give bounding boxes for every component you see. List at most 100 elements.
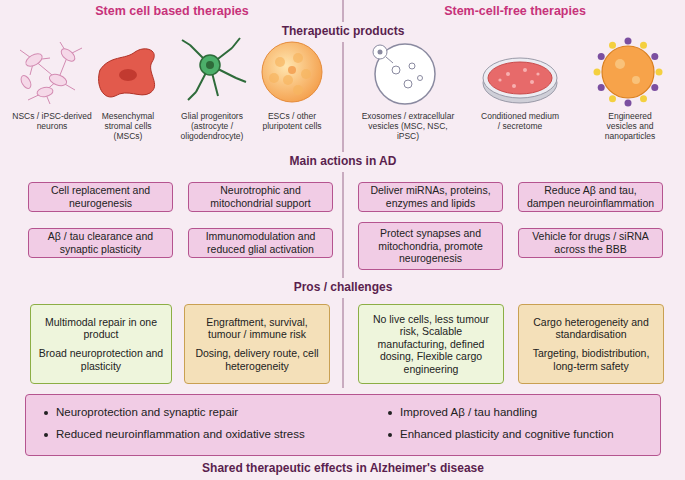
nanoparticle	[651, 53, 658, 60]
box-text: No live cells, less tumour risk, Scalabl…	[365, 313, 497, 376]
bullet-dot	[44, 433, 48, 437]
neuron-cluster	[24, 51, 45, 69]
nanoparticle	[632, 76, 640, 84]
nanoparticle	[656, 69, 663, 76]
box-text: Broad neuroprotection and plasticity	[37, 347, 165, 372]
msc-cell	[99, 49, 155, 97]
product-label: Glial progenitors (astrocyte / oligodend…	[170, 112, 254, 141]
product-label: Engineered vesicles and nanoparticles	[592, 112, 668, 141]
box-text: Reduce Aβ and tau, dampen neuroinflammat…	[525, 184, 656, 209]
divider-line	[343, 0, 344, 22]
row-heading: Shared therapeutic effects in Alzheimer'…	[143, 462, 543, 476]
exosome-vesicle	[373, 45, 387, 59]
box-text: Vehicle for drugs / siRNA across the BBB	[525, 230, 656, 255]
challenges-box: Cargo heterogeneity and standardisationT…	[518, 304, 664, 384]
bullet-text: Reduced neuroinflammation and oxidative …	[56, 428, 305, 442]
nanoparticle	[594, 69, 601, 76]
pluripotent-cell-sphere	[262, 42, 322, 102]
nanoparticle	[625, 100, 632, 107]
exosome-vesicle	[404, 80, 412, 88]
nanoparticle	[602, 46, 654, 98]
action-box: Protect synapses and mitochondria, promo…	[358, 222, 503, 270]
action-box: Deliver miRNAs, proteins, enzymes and li…	[358, 182, 503, 212]
box-text: Cell replacement and neurogenesis	[35, 184, 166, 209]
bullet-dot	[388, 433, 392, 437]
exosome-vesicle	[392, 66, 400, 74]
bullet-row: Neuroprotection and synaptic repair	[44, 406, 238, 420]
culture-dish	[506, 72, 510, 76]
pros-box: No live cells, less tumour risk, Scalabl…	[358, 304, 504, 384]
box-text: Targeting, biodistribution, long-term sa…	[525, 347, 657, 372]
divider-line	[343, 42, 344, 152]
box-text: Cargo heterogeneity and standardisation	[525, 316, 657, 341]
nanoparticle	[651, 84, 658, 91]
nanoparticle	[594, 38, 663, 107]
action-box: Immunomodulation and reduced glial activ…	[188, 228, 333, 258]
exosome-vesicle	[373, 44, 435, 104]
bullet-text: Enhanced plasticity and cognitive functi…	[400, 428, 614, 442]
box-text: Deliver miRNAs, proteins, enzymes and li…	[365, 184, 496, 209]
box-text: Neurotrophic and mitochondrial support	[195, 184, 326, 209]
pluripotent-cell-sphere	[301, 69, 311, 79]
neuron-cluster	[19, 74, 33, 90]
bullet-row: Improved Aβ / tau handling	[388, 406, 537, 420]
glial-cell	[182, 38, 246, 100]
pluripotent-cell-sphere	[288, 66, 296, 74]
nanoparticle	[598, 53, 605, 60]
row-heading: Main actions in AD	[243, 155, 443, 169]
row-heading: Pros / challenges	[243, 281, 443, 295]
pros-box: Multimodal repair in one productBroad ne…	[30, 304, 172, 384]
culture-dish	[530, 80, 534, 84]
nanoparticle	[609, 95, 616, 102]
culture-dish	[536, 72, 539, 75]
action-box: Reduce Aβ and tau, dampen neuroinflammat…	[518, 182, 663, 212]
bullet-row: Enhanced plasticity and cognitive functi…	[388, 428, 614, 442]
box-text: Immunomodulation and reduced glial activ…	[195, 230, 326, 255]
action-box: Vehicle for drugs / siRNA across the BBB	[518, 228, 663, 258]
nanoparticle	[640, 42, 647, 49]
divider-line	[343, 0, 344, 388]
neuron-cluster	[59, 46, 77, 63]
divider-line	[343, 172, 344, 278]
box-text: Multimodal repair in one product	[37, 316, 165, 341]
product-label: Exosomes / extracellular vesicles (MSC, …	[358, 112, 458, 141]
culture-dish	[523, 68, 527, 72]
nanoparticle	[598, 84, 605, 91]
neuron-cluster	[20, 42, 82, 104]
row-heading: Therapeutic products	[243, 25, 443, 39]
box-text: Protect synapses and mitochondria, promo…	[365, 227, 496, 265]
culture-dish	[483, 58, 557, 103]
action-box: Aβ / tau clearance and synaptic plastici…	[28, 228, 173, 258]
nanoparticle	[609, 42, 616, 49]
pluripotent-cell-sphere	[293, 85, 303, 95]
msc-cell	[119, 69, 137, 81]
pluripotent-cell-sphere	[275, 57, 285, 67]
box-text: Dosing, delivery route, cell heterogenei…	[191, 347, 323, 372]
neuron-cluster	[36, 86, 53, 98]
summary-box: Neuroprotection and synaptic repairReduc…	[25, 394, 661, 456]
exosome-vesicle	[378, 50, 383, 55]
neuron-cluster	[48, 72, 68, 88]
product-label: ESCs / other pluripotent cells	[252, 112, 332, 132]
product-label: Mesenchymal stromal cells (MSCs)	[91, 112, 165, 141]
nanoparticle	[640, 95, 647, 102]
culture-dish	[483, 58, 557, 98]
product-label: Conditioned medium / secretome	[479, 112, 561, 132]
bullet-row: Reduced neuroinflammation and oxidative …	[44, 428, 305, 442]
bullet-dot	[44, 411, 48, 415]
culture-dish	[498, 78, 501, 81]
bullet-text: Neuroprotection and synaptic repair	[56, 406, 238, 420]
bullet-dot	[388, 411, 392, 415]
exosome-vesicle	[386, 57, 393, 63]
exosome-vesicle	[418, 76, 423, 81]
action-box: Neurotrophic and mitochondrial support	[188, 182, 333, 212]
product-label: NSCs / iPSC-derived neurons	[12, 112, 92, 132]
pluripotent-cell-sphere	[269, 73, 279, 83]
culture-dish	[512, 84, 516, 88]
glial-cell	[200, 55, 220, 75]
box-text: Aβ / tau clearance and synaptic plastici…	[35, 230, 166, 255]
bullet-text: Improved Aβ / tau handling	[400, 406, 537, 420]
action-box: Cell replacement and neurogenesis	[28, 182, 173, 212]
pluripotent-cell-sphere	[283, 75, 293, 85]
